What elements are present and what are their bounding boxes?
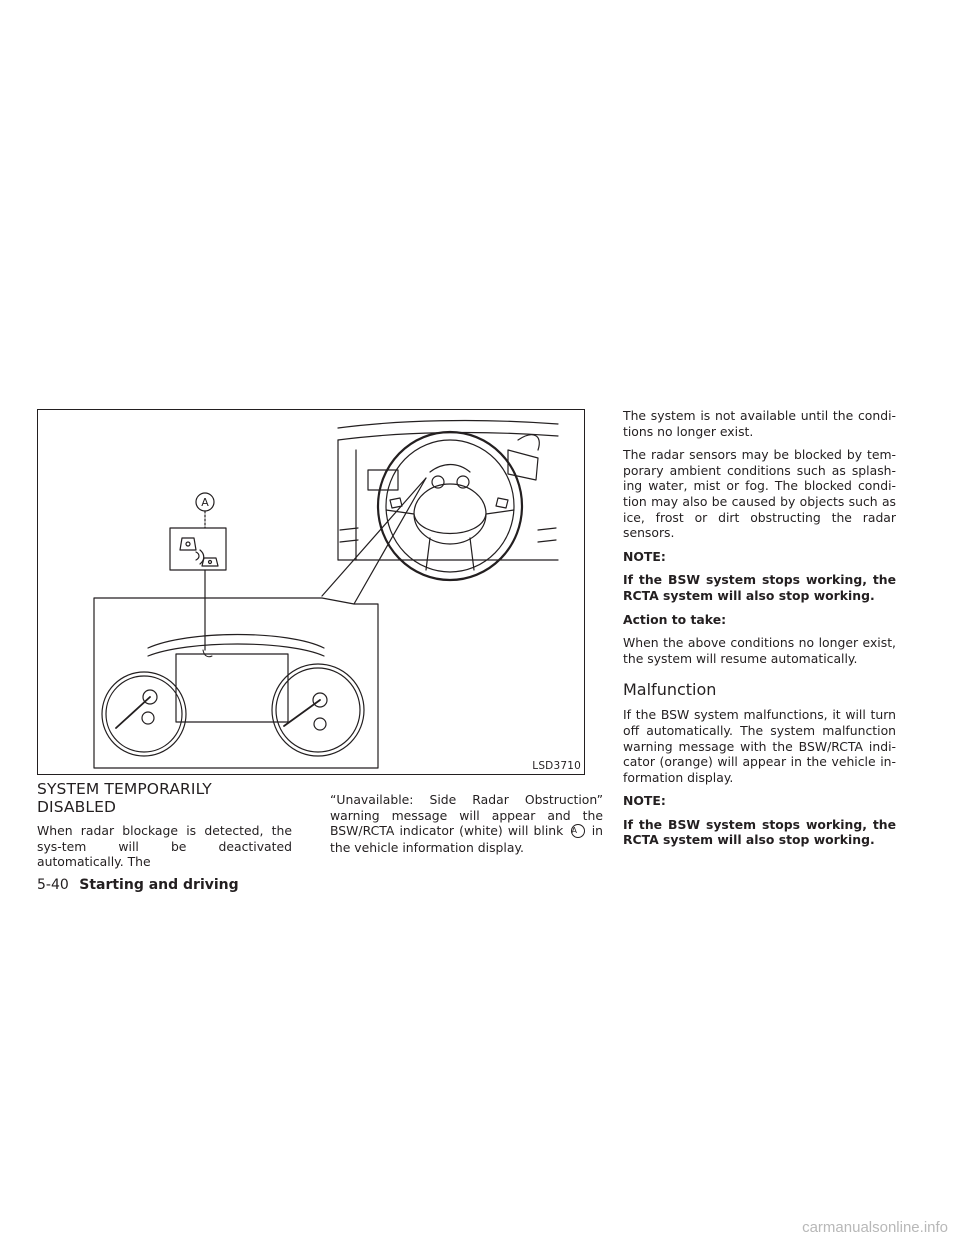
column-left: SYSTEM TEMPORARILY DISABLED When radar b…: [37, 780, 292, 870]
watermark: carmanualsonline.info: [802, 1219, 948, 1236]
action-label: Action to take:: [623, 611, 727, 627]
figure-code: LSD3710: [532, 760, 581, 772]
callout-marker: A: [570, 823, 585, 838]
illustration-figure: A: [37, 409, 585, 775]
column-right: The system is not available until the co…: [623, 408, 896, 848]
paragraph-text: “Unavailable: Side Radar Obstruction” wa…: [330, 792, 603, 839]
paragraph: If the BSW system malfunctions, it will …: [623, 707, 896, 785]
chapter-title: Starting and driving: [79, 877, 239, 893]
meter-cluster-box: [93, 597, 379, 769]
svg-text:A: A: [201, 496, 209, 509]
note-text: If the BSW system stops working, the RCT…: [623, 572, 896, 603]
paragraph: When the above conditions no longer exis…: [623, 635, 896, 666]
section-heading: SYSTEM TEMPORARILY DISABLED: [37, 780, 212, 816]
callout-a: A: [195, 492, 215, 529]
dashboard-illustration: A: [93, 419, 559, 769]
note-label: NOTE:: [623, 548, 666, 564]
callout-lines: [321, 477, 427, 605]
dashboard-drawing: [337, 419, 559, 582]
bsw-indicator-box: [169, 527, 227, 651]
paragraph-text: in the vehicle information display.: [330, 823, 603, 855]
paragraph: “Unavailable: Side Radar Obstruction” wa…: [330, 792, 603, 855]
paragraph: The system is not available until the co…: [623, 408, 896, 439]
note-label: NOTE:: [623, 793, 666, 809]
note-text: If the BSW system stops working, the RCT…: [623, 816, 896, 848]
column-middle: “Unavailable: Side Radar Obstruction” wa…: [330, 792, 603, 855]
page-number: 5-40: [37, 877, 69, 893]
malfunction-heading: Malfunction: [623, 680, 717, 700]
paragraph: The radar sensors may be blocked by tem-…: [623, 447, 896, 541]
paragraph: When radar blockage is detected, the sys…: [37, 823, 292, 870]
page-footer: 5-40 Starting and driving: [37, 877, 239, 893]
